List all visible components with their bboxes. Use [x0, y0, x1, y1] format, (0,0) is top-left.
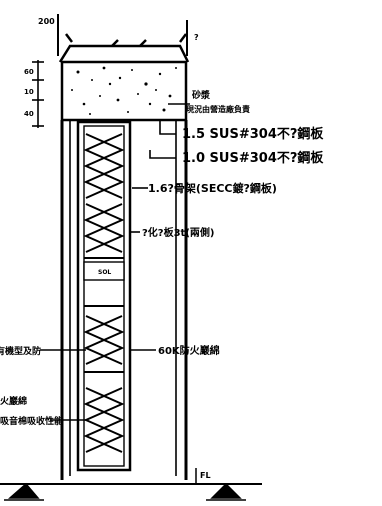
left-base-anchor	[4, 482, 44, 501]
concrete-block	[60, 60, 188, 122]
plate-inner-label: 1.0 SUS#304不?鋼板	[182, 150, 324, 166]
left-mid-label: 火巖綿	[0, 395, 27, 407]
side-dim-label-a: 60	[24, 68, 34, 76]
concrete-note: 現況由營造廠負責	[186, 104, 250, 114]
inner-core-liner	[83, 125, 125, 467]
right-base-anchor	[206, 482, 246, 501]
plate-outer-label: 1.5 SUS#304不?鋼板	[182, 126, 324, 142]
left-upper-label: 有機型及防	[0, 345, 41, 357]
insulation-label: 60K防火巖綿	[158, 344, 220, 357]
top-dim-label-a: 200	[38, 17, 55, 26]
side-dim-label-b: 10	[24, 88, 34, 96]
side-dimension-line	[32, 60, 44, 128]
floor-level-label: FL	[200, 471, 211, 480]
floor-level-mark: FL	[195, 468, 211, 484]
mid-strip: SOL	[83, 261, 125, 281]
insulation-zone-3	[83, 315, 125, 365]
concrete-label: 砂漿	[192, 89, 211, 101]
side-dim-label-c: 40	[24, 110, 34, 118]
top-header-profile	[58, 33, 190, 63]
top-dim-label-b: ?	[194, 33, 199, 42]
insulation-zone-2	[83, 203, 125, 253]
concrete-speckle	[71, 66, 177, 115]
insulation-zone-1	[83, 133, 125, 199]
left-lower-label: 吸音棉吸收性能	[0, 415, 63, 427]
board-label: ?化?板3t(兩側)	[142, 226, 214, 239]
mid-strip-label: SOL	[98, 269, 111, 276]
frame-label: 1.6?骨架(SECC鍍?鋼板)	[148, 181, 277, 195]
leader-lines	[40, 103, 190, 421]
top-dimension-ticks	[57, 14, 188, 56]
